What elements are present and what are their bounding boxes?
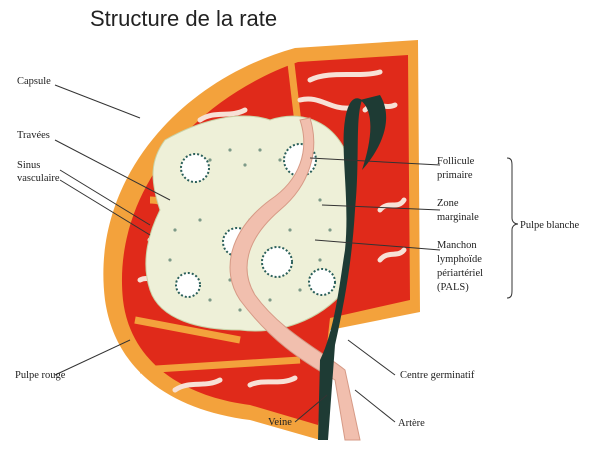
label-manchon-line3: périartériel — [437, 268, 484, 279]
label-manchon-line1: Manchon — [437, 240, 477, 251]
label-zone-line2: marginale — [437, 212, 479, 223]
label-follicule-line2: primaire — [437, 170, 473, 181]
label-veine: Veine — [268, 417, 292, 428]
label-follicule-line1: Follicule — [437, 156, 475, 167]
label-capsule: Capsule — [17, 76, 51, 87]
label-zone-line1: Zone — [437, 198, 459, 209]
label-pulpe-rouge: Pulpe rouge — [15, 370, 66, 381]
label-manchon-line2: lymphoïde — [437, 254, 482, 265]
leader-lines — [54, 84, 519, 423]
label-sinus-line2: vasculaire — [17, 173, 60, 184]
label-centre-germinatif: Centre germinatif — [400, 370, 475, 381]
label-manchon-line4: (PALS) — [437, 282, 469, 293]
page-title: Structure de la rate — [90, 6, 278, 31]
vein-branch — [360, 95, 387, 170]
label-pulpe-blanche: Pulpe blanche — [520, 220, 580, 231]
label-travees: Travées — [17, 130, 50, 141]
label-artere: Artère — [398, 418, 425, 429]
label-sinus-line1: Sinus — [17, 160, 41, 171]
vein — [318, 98, 362, 441]
